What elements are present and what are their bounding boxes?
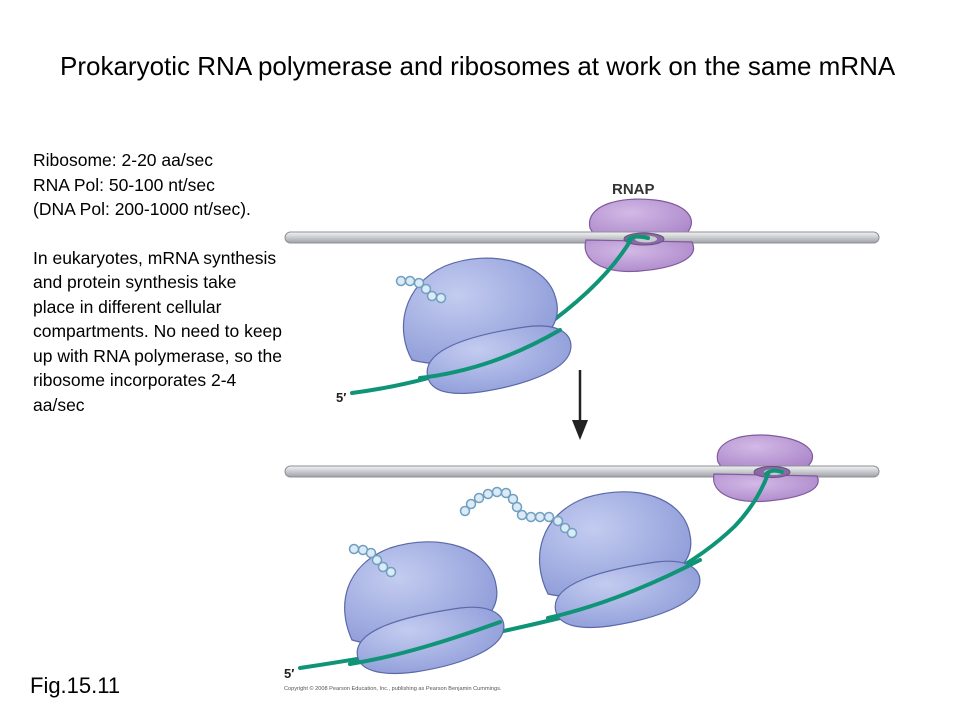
rates-note: Ribosome: 2-20 aa/sec RNA Pol: 50-100 nt… bbox=[33, 148, 283, 222]
notes-panel: Ribosome: 2-20 aa/sec RNA Pol: 50-100 nt… bbox=[33, 148, 283, 417]
peptide-chain-top bbox=[395, 275, 447, 304]
peptide-chain-ribosome-2 bbox=[459, 486, 578, 539]
rnap-label: RNAP bbox=[612, 181, 655, 198]
figure-label: Fig.15.11 bbox=[30, 673, 121, 698]
ribosome-rate: Ribosome: 2-20 aa/sec bbox=[33, 150, 213, 170]
rnap-bottom-front bbox=[713, 473, 819, 503]
dna-strand-top bbox=[284, 231, 880, 244]
five-prime-label-top: 5′ bbox=[336, 390, 346, 405]
rna-pol-rate: RNA Pol: 50-100 nt/sec bbox=[33, 174, 215, 195]
eukaryote-note: In eukaryotes, mRNA synthesis and protei… bbox=[33, 247, 283, 415]
rnap-top-back bbox=[589, 198, 692, 239]
rnap-bottom-back bbox=[716, 434, 814, 469]
page-title: Prokaryotic RNA polymerase and ribosomes… bbox=[60, 51, 896, 81]
peptide-chain-ribosome-1 bbox=[348, 543, 397, 578]
step-arrow bbox=[572, 370, 588, 440]
five-prime-label-bottom: 5′ bbox=[284, 666, 294, 681]
dna-pol-rate: (DNA Pol: 200-1000 nt/sec). bbox=[33, 199, 251, 219]
copyright-note: Copyright © 2008 Pearson Education, Inc.… bbox=[284, 685, 502, 692]
